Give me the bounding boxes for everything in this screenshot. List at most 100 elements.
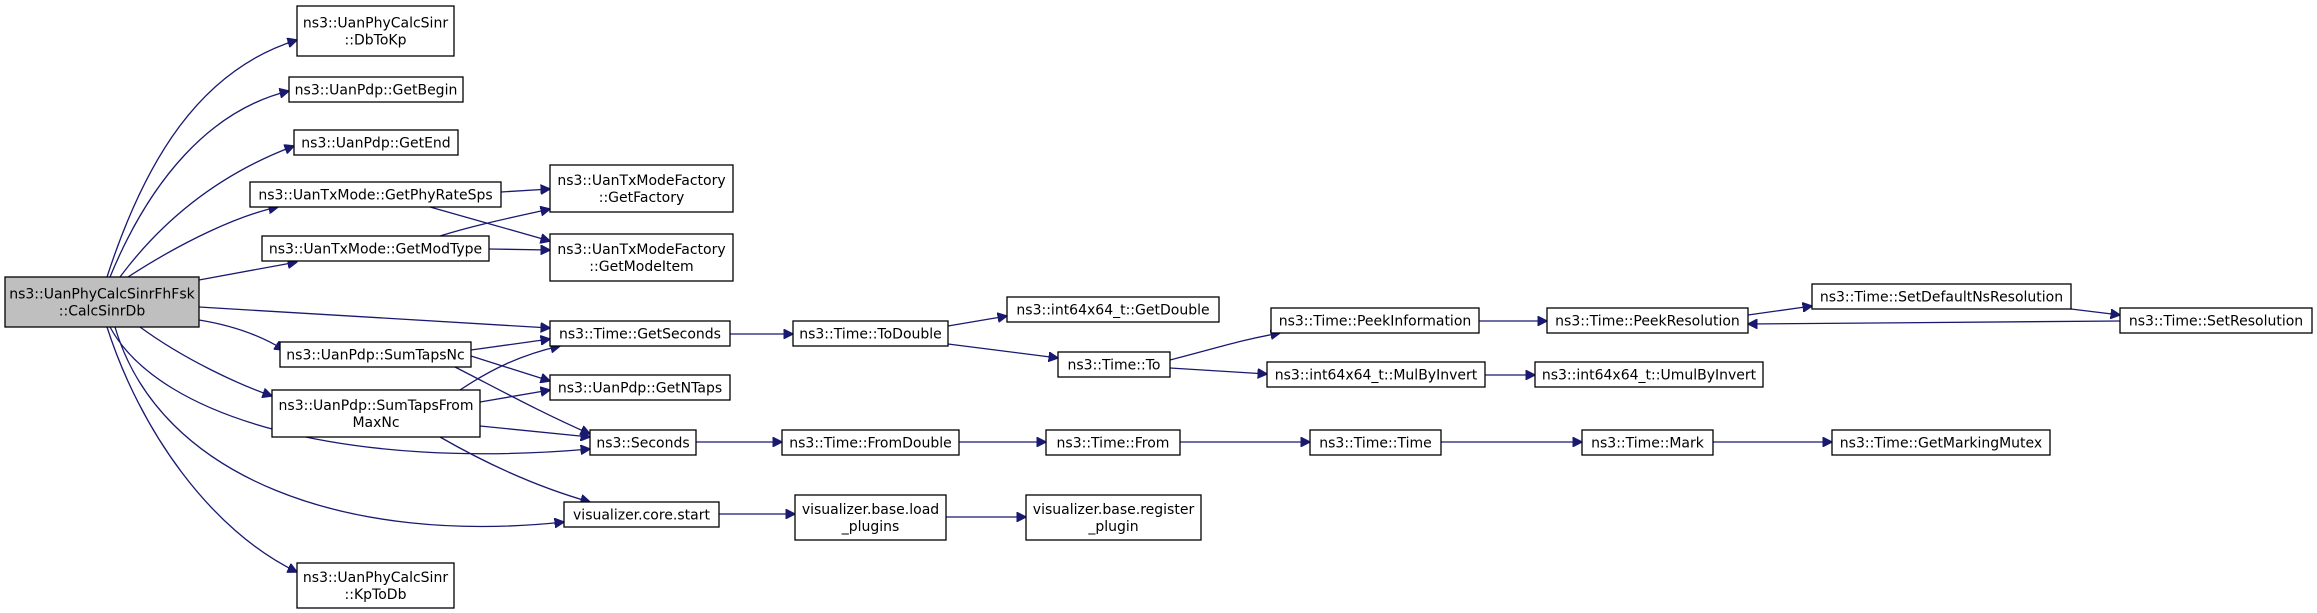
node-peekresolution[interactable]: ns3::Time::PeekResolution (1546, 307, 1749, 334)
node-todouble[interactable]: ns3::Time::ToDouble (792, 320, 949, 347)
node-setdefaultnsresolution[interactable]: ns3::Time::SetDefaultNsResolution (1811, 283, 2072, 310)
node-time[interactable]: ns3::Time::Time (1309, 429, 1442, 456)
node-box (792, 320, 949, 347)
node-registerplugin[interactable]: visualizer.base.register_plugin (1025, 494, 1202, 541)
node-label: ns3::int64x64_t::MulByInvert (1275, 368, 1478, 384)
node-label: ns3::UanPhyCalcSinr (303, 16, 448, 32)
node-mulbyinvert[interactable]: ns3::int64x64_t::MulByInvert (1266, 361, 1486, 388)
node-getmarkingmutex[interactable]: ns3::Time::GetMarkingMutex (1831, 429, 2051, 456)
call-edge (106, 326, 297, 572)
node-box (271, 389, 481, 438)
node-box (279, 341, 472, 368)
call-edge (470, 355, 550, 381)
node-fromdouble[interactable]: ns3::Time::FromDouble (781, 429, 960, 456)
node-box (1831, 429, 2051, 456)
node-label: ns3::UanPdp::GetBegin (295, 83, 458, 99)
node-box (549, 233, 734, 282)
node-label: ns3::UanPdp::GetNTaps (558, 381, 722, 397)
node-label: ns3::UanTxModeFactory (557, 242, 725, 258)
node-label: ns3::Time::GetMarkingMutex (1840, 436, 2042, 452)
node-getmodtype[interactable]: ns3::UanTxMode::GetModType (261, 235, 490, 262)
call-edge (198, 319, 284, 350)
node-label: ns3::UanTxMode::GetPhyRateSps (258, 188, 492, 204)
node-label: ns3::Time::From (1057, 436, 1170, 452)
node-label: visualizer.base.load (802, 502, 939, 518)
node-label: ::CalcSinrDb (59, 304, 146, 320)
node-label: ns3::UanPhyCalcSinrFhFsk (9, 287, 195, 303)
node-getfactory[interactable]: ns3::UanTxModeFactory::GetFactory (549, 164, 734, 213)
node-label: ns3::int64x64_t::GetDouble (1016, 303, 1209, 319)
node-to[interactable]: ns3::Time::To (1057, 351, 1171, 378)
node-dbtokp[interactable]: ns3::UanPhyCalcSinr::DbToKp (296, 5, 455, 57)
node-getphyratesps[interactable]: ns3::UanTxMode::GetPhyRateSps (249, 181, 502, 208)
call-edge (106, 40, 297, 278)
call-edge (439, 436, 590, 502)
node-label: ::KpToDb (345, 587, 407, 603)
node-box (563, 501, 720, 528)
node-box (293, 129, 459, 156)
node-corestart[interactable]: visualizer.core.start (563, 501, 720, 528)
node-label: ns3::Time::SetResolution (2129, 314, 2303, 330)
node-seconds[interactable]: ns3::Seconds (589, 429, 697, 456)
node-label: MaxNc (352, 415, 399, 431)
node-from[interactable]: ns3::Time::From (1045, 429, 1181, 456)
node-getend[interactable]: ns3::UanPdp::GetEnd (293, 129, 459, 156)
node-umulbyinvert[interactable]: ns3::int64x64_t::UmulByInvert (1534, 361, 1764, 388)
node-kptodb[interactable]: ns3::UanPhyCalcSinr::KpToDb (296, 562, 455, 609)
node-peekinformation[interactable]: ns3::Time::PeekInformation (1270, 307, 1480, 334)
node-label: ns3::Time::Mark (1591, 436, 1705, 452)
node-label: ns3::Time::SetDefaultNsResolution (1820, 290, 2063, 306)
nodes: ns3::UanPhyCalcSinrFhFsk::CalcSinrDbns3:… (4, 5, 2313, 609)
node-box (1266, 361, 1486, 388)
node-getntaps[interactable]: ns3::UanPdp::GetNTaps (549, 374, 731, 401)
node-label: ns3::Time::FromDouble (789, 436, 952, 452)
node-label: _plugin (1087, 519, 1138, 535)
call-edge (139, 326, 272, 396)
node-box (2119, 307, 2313, 334)
node-box (1057, 351, 1171, 378)
node-box (1025, 494, 1202, 541)
call-edge (1169, 333, 1280, 361)
node-box (1811, 283, 2072, 310)
node-label: ns3::Time::Time (1319, 436, 1431, 452)
call-edge (114, 326, 564, 527)
call-edge (1747, 306, 1812, 316)
node-setresolution[interactable]: ns3::Time::SetResolution (2119, 307, 2313, 334)
node-box (1270, 307, 1480, 334)
call-edge (109, 91, 289, 278)
node-getseconds[interactable]: ns3::Time::GetSeconds (549, 320, 731, 347)
call-edge (127, 207, 278, 278)
call-edge (1748, 321, 2121, 324)
node-box (781, 429, 960, 456)
node-getdouble[interactable]: ns3::int64x64_t::GetDouble (1006, 296, 1220, 323)
node-getbegin[interactable]: ns3::UanPdp::GetBegin (288, 76, 464, 103)
node-sumtapsnc[interactable]: ns3::UanPdp::SumTapsNc (279, 341, 472, 368)
node-label: ::GetFactory (599, 190, 685, 206)
call-edge (119, 146, 294, 278)
node-getmodeitem[interactable]: ns3::UanTxModeFactory::GetModeItem (549, 233, 734, 282)
node-label: ::DbToKp (345, 33, 407, 49)
node-label: ns3::UanPhyCalcSinr (303, 570, 448, 586)
call-edge (459, 346, 560, 391)
node-box (261, 235, 490, 262)
node-label: _plugins (841, 519, 900, 535)
node-box (589, 429, 697, 456)
node-label: ns3::UanTxModeFactory (557, 173, 725, 189)
node-mark[interactable]: ns3::Time::Mark (1581, 429, 1714, 456)
node-box (296, 5, 455, 57)
node-loadplugins[interactable]: visualizer.base.load_plugins (794, 494, 947, 541)
call-edge (500, 189, 550, 192)
node-box (1309, 429, 1442, 456)
node-box (288, 76, 464, 103)
node-root[interactable]: ns3::UanPhyCalcSinrFhFsk::CalcSinrDb (4, 276, 200, 328)
node-label: ns3::UanTxMode::GetModType (269, 242, 482, 258)
call-edge (198, 306, 550, 328)
node-box (794, 494, 947, 541)
call-edge (2070, 308, 2120, 315)
node-label: ns3::Time::PeekResolution (1555, 314, 1740, 330)
node-box (549, 374, 731, 401)
node-box (1045, 429, 1181, 456)
node-box (1006, 296, 1220, 323)
